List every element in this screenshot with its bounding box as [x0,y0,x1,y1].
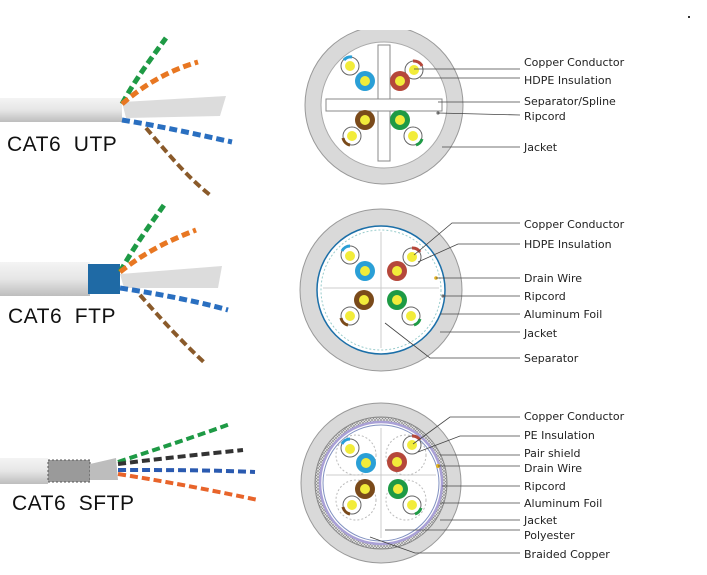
sftp-callout-drain-wire: Drain Wire [524,462,582,475]
sftp-callout-copper-conductor: Copper Conductor [524,410,625,423]
brown-pair [138,293,208,366]
leader-lines [384,222,520,359]
green-pair [117,422,231,464]
ftp-callout-drain-wire: Drain Wire [524,272,582,285]
orange-pair [120,59,199,106]
ftp-callout-ripcord: Ripcord [524,290,566,303]
ftp-callout-copper-conductor: Copper Conductor [524,218,625,231]
black-pair [117,448,244,466]
sftp-callout-aluminum-foil: Aluminum Foil [524,497,603,510]
orange-pair [118,227,197,274]
brown-pair [339,290,374,327]
spline-horizontal [325,98,443,112]
utp-callout-copper-conductor: Copper Conductor [524,56,625,69]
sftp-callout-braided-copper: Braided Copper [524,548,610,561]
leader-lines [414,68,521,148]
red-pair [387,246,422,281]
green-pair [390,110,424,147]
blue-pair [119,285,229,313]
sftp-callout-pe-insulation: PE Insulation [524,429,595,442]
sftp-callout-jacket: Jacket [524,514,558,527]
sftp-cross-section [296,395,707,570]
utp-callout-separator: Separator/Spline [524,95,616,108]
sftp-label: CAT6 SFTP [12,492,135,515]
blue-pair [340,244,375,281]
ftp-callout-jacket: Jacket [524,327,558,340]
green-pair [388,479,423,516]
brown-pair [341,479,375,516]
foil-shield [88,264,120,294]
ftp-cable-photo [0,200,300,380]
utp-cross-section [296,25,707,195]
sftp-cable-photo [0,400,300,530]
utp-label: CAT6 UTP [7,133,118,156]
utp-callout-ripcord: Ripcord [524,110,566,123]
orange-pair [117,472,259,502]
utp-callout-jacket: Jacket [524,141,558,154]
spline [122,96,226,118]
ftp-cross-section [296,205,707,375]
stray-dot [688,16,690,18]
spline [120,266,222,288]
utp-cable-photo [0,20,300,200]
ftp-callout-hdpe-insulation: HDPE Insulation [524,238,612,251]
leader-lines [369,416,520,554]
green-pair [387,290,422,327]
blue-pair [340,437,376,473]
braided-copper [48,460,90,482]
foil [90,458,118,480]
pair-shields [335,434,427,521]
jacket [0,262,90,296]
brown-pair [144,126,212,197]
jacket [0,98,122,122]
blue-pair [121,117,233,145]
blue-pair [340,55,375,91]
sftp-callout-ripcord: Ripcord [524,480,566,493]
sftp-callout-pair-shield: Pair shield [524,447,581,460]
green-pair [119,36,169,106]
green-pair [117,203,167,274]
red-pair [390,59,424,91]
blue-pair [117,468,256,474]
ftp-callout-aluminum-foil: Aluminum Foil [524,308,603,321]
ftp-callout-separator: Separator [524,352,579,365]
ftp-label: CAT6 FTP [8,305,116,328]
jacket [0,458,48,484]
brown-pair [341,110,375,147]
sftp-callout-polyester: Polyester [524,529,575,542]
utp-callout-hdpe-insulation: HDPE Insulation [524,74,612,87]
